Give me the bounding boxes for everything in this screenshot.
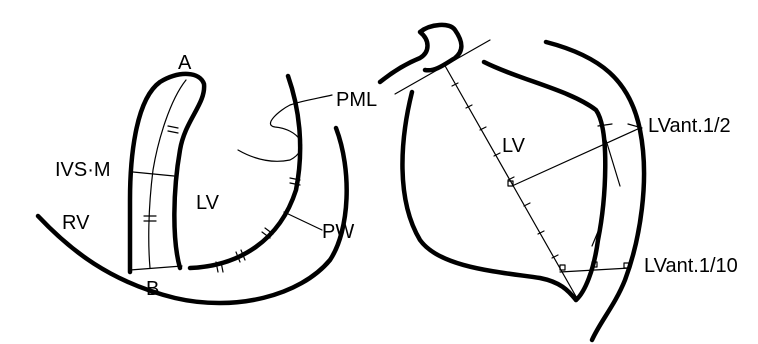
ivs-measure-line [132,171,175,177]
label-rv: RV [62,212,90,234]
pw-measure-line [283,211,323,231]
label-pml: PML [336,89,377,111]
tenth-wall-mark [591,221,603,247]
label-a: A [178,52,192,74]
annulus-line [394,39,491,95]
half-wall-mark [605,139,621,187]
atrial-contour [377,22,464,85]
lv-inner-wall [400,89,579,303]
label-ivs-m: IVS·M [55,159,111,181]
half-right-angle [507,180,514,187]
long-axis-ticks [451,82,559,259]
label-b: B [146,278,159,300]
tenth-right-angle-1 [559,264,566,271]
tenth-right-angle-2 [591,261,598,268]
lv-anterior-wall [481,59,608,303]
label-pw: PW [322,221,354,243]
half-wall-ticks [597,123,643,129]
left-view: A B IVS·M RV LV PW PML [35,52,377,306]
lvant-tenth-line [559,267,631,273]
right-view: LV LVant.1/2 LVant.1/10 [377,22,738,343]
label-lv-left: LV [196,192,220,214]
posterior-wall [187,73,303,271]
left-tick-marks [143,125,301,273]
lv-outer-wall [543,39,647,343]
base-line [129,265,183,271]
septum-axis-line [148,79,187,269]
tenth-right-angle-3 [623,262,630,269]
label-lvant-tenth: LVant.1/10 [644,255,738,277]
lv-long-axis [443,63,579,301]
label-lv-right: LV [502,135,526,157]
label-lvant-half: LVant.1/2 [648,115,731,137]
lvant-half-line [511,127,641,187]
mitral-leaflet [237,94,333,162]
rv-outer-wall [35,125,349,306]
septum-wall [127,71,207,275]
